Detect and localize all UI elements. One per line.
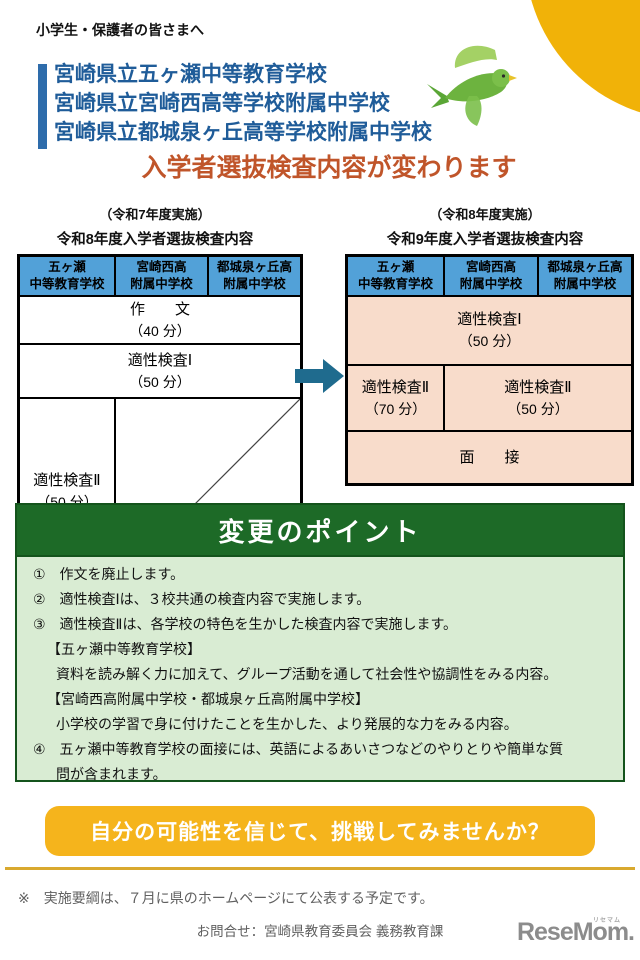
column-header-line: 五ヶ瀬	[48, 259, 86, 274]
column-header-line: 附属中学校	[459, 276, 523, 291]
cell-essay: 作 文 （40 分）	[17, 294, 303, 345]
column-header-line: 中等教育学校	[357, 276, 433, 291]
resemom-logo: ReseMom. リセマム	[516, 918, 635, 947]
column-header-miyazakinishi: 宮崎西高 附属中学校	[114, 254, 209, 297]
cell-aptitude1: 適性検査Ⅰ （50 分）	[345, 294, 634, 366]
resemom-logo-ruby: リセマム	[592, 918, 621, 924]
school-name-izumigaoka: 宮崎県立都城泉ヶ丘高等学校附属中学校	[54, 121, 432, 144]
change-points-panel: 変更のポイント ① 作文を廃止します。 ② 適性検査Ⅰは、３校共通の検査内容で実…	[15, 503, 625, 782]
school-name-gokase: 宮崎県立五ヶ瀬中等教育学校	[54, 63, 327, 86]
point-line-4: 【五ヶ瀬中等教育学校】	[47, 641, 201, 657]
exam-name: 作 文	[129, 300, 190, 318]
point-line-3: ③ 適性検査Ⅱは、各学校の特色を生かした検査内容で実施します。	[33, 616, 458, 632]
exam-name: 適性検査Ⅰ	[127, 351, 193, 369]
column-header-izumigaoka: 都城泉ヶ丘高 附属中学校	[207, 254, 303, 297]
resemom-logo-text: ReseMom.	[516, 918, 635, 946]
transition-arrow-icon	[295, 359, 344, 393]
cell-aptitude2-gokase: 適性検査Ⅱ （70 分）	[345, 363, 445, 432]
exam-time: （40 分）	[129, 322, 191, 339]
footer-note: ※ 実施要綱は、７月に県のホームページにて公表する予定です。	[18, 890, 434, 906]
change-points-title: 変更のポイント	[17, 505, 623, 557]
after-table-note: （令和8年度実施）	[429, 207, 541, 222]
corner-circle-decoration	[525, 0, 640, 120]
exam-name: 面 接	[459, 448, 520, 466]
column-header-line: 附属中学校	[553, 276, 617, 291]
school-name-list: 宮崎県立五ヶ瀬中等教育学校 宮崎県立宮崎西高等学校附属中学校 宮崎県立都城泉ヶ丘…	[54, 60, 432, 147]
bird-illustration	[427, 45, 517, 126]
column-header-gokase: 五ヶ瀬 中等教育学校	[345, 254, 445, 297]
column-header-line: 五ヶ瀬	[376, 259, 415, 274]
before-table-caption: （令和7年度実施） 令和8年度入学者選抜検査内容	[17, 204, 293, 249]
exam-time: （50 分）	[507, 400, 569, 417]
school-name-miyazakinishi: 宮崎県立宮崎西高等学校附属中学校	[54, 92, 390, 115]
exam-time: （70 分）	[364, 400, 427, 417]
after-table-caption: （令和8年度実施） 令和9年度入学者選抜検査内容	[345, 204, 625, 249]
exam-table-after: 五ヶ瀬 中等教育学校 宮崎西高 附属中学校 都城泉ヶ丘高 附属中学校 適性検査Ⅰ…	[345, 254, 634, 486]
point-line-1: ① 作文を廃止します。	[33, 566, 185, 582]
before-table-title: 令和8年度入学者選抜検査内容	[56, 232, 254, 248]
point-line-9: 問が含まれます。	[56, 766, 167, 782]
column-header-line: 附属中学校	[130, 276, 193, 291]
school-accent-bar	[38, 64, 47, 149]
column-header-line: 都城泉ヶ丘高	[216, 259, 292, 274]
cell-interview: 面 接	[345, 429, 634, 486]
challenge-banner: 自分の可能性を信じて、挑戦してみませんか？	[45, 806, 595, 856]
exam-name: 適性検査Ⅰ	[457, 311, 522, 328]
after-table-title: 令和9年度入学者選抜検査内容	[386, 232, 584, 248]
change-points-body: ① 作文を廃止します。 ② 適性検査Ⅰは、３校共通の検査内容で実施します。 ③ …	[17, 557, 623, 787]
column-header-miyazakinishi: 宮崎西高 附属中学校	[443, 254, 539, 297]
column-header-izumigaoka: 都城泉ヶ丘高 附属中学校	[537, 254, 634, 297]
point-line-7: 小学校の学習で身に付けたことを生かした、より発展的な力をみる内容。	[56, 716, 518, 732]
column-header-line: 都城泉ヶ丘高	[547, 259, 623, 274]
footer-contact: お問合せ：宮崎県教育委員会 義務教育課	[196, 924, 444, 939]
point-line-5: 資料を読み解く力に加えて、グループ活動を通して社会性や協調性をみる内容。	[56, 666, 558, 682]
column-header-line: 宮崎西高	[136, 259, 187, 274]
audience-label: 小学生・保護者の皆さまへ	[36, 22, 204, 38]
column-header-line: 宮崎西高	[465, 259, 516, 274]
cell-aptitude2-fuzoku: 適性検査Ⅱ （50 分）	[443, 363, 634, 432]
column-header-line: 附属中学校	[223, 276, 286, 291]
point-line-8: ④ 五ヶ瀬中等教育学校の面接には、英語によるあいさつなどのやりとりや簡単な質	[33, 741, 564, 757]
cell-aptitude1: 適性検査Ⅰ （50 分）	[17, 342, 303, 399]
point-line-2: ② 適性検査Ⅰは、３校共通の検査内容で実施します。	[33, 591, 371, 607]
separator-line	[5, 867, 635, 870]
exam-time: （50 分）	[458, 333, 521, 349]
column-header-gokase: 五ヶ瀬 中等教育学校	[17, 254, 116, 297]
before-table-note: （令和7年度実施）	[99, 207, 211, 222]
exam-name: 適性検査Ⅱ	[361, 378, 430, 396]
point-line-6: 【宮崎西高附属中学校・都城泉ヶ丘高附属中学校】	[47, 691, 369, 707]
main-title: 入学者選抜検査内容が変わります	[141, 154, 517, 182]
exam-name: 適性検査Ⅱ	[33, 471, 101, 489]
exam-time: （50 分）	[129, 373, 191, 390]
exam-name: 適性検査Ⅱ	[504, 378, 572, 396]
column-header-line: 中等教育学校	[29, 276, 105, 291]
